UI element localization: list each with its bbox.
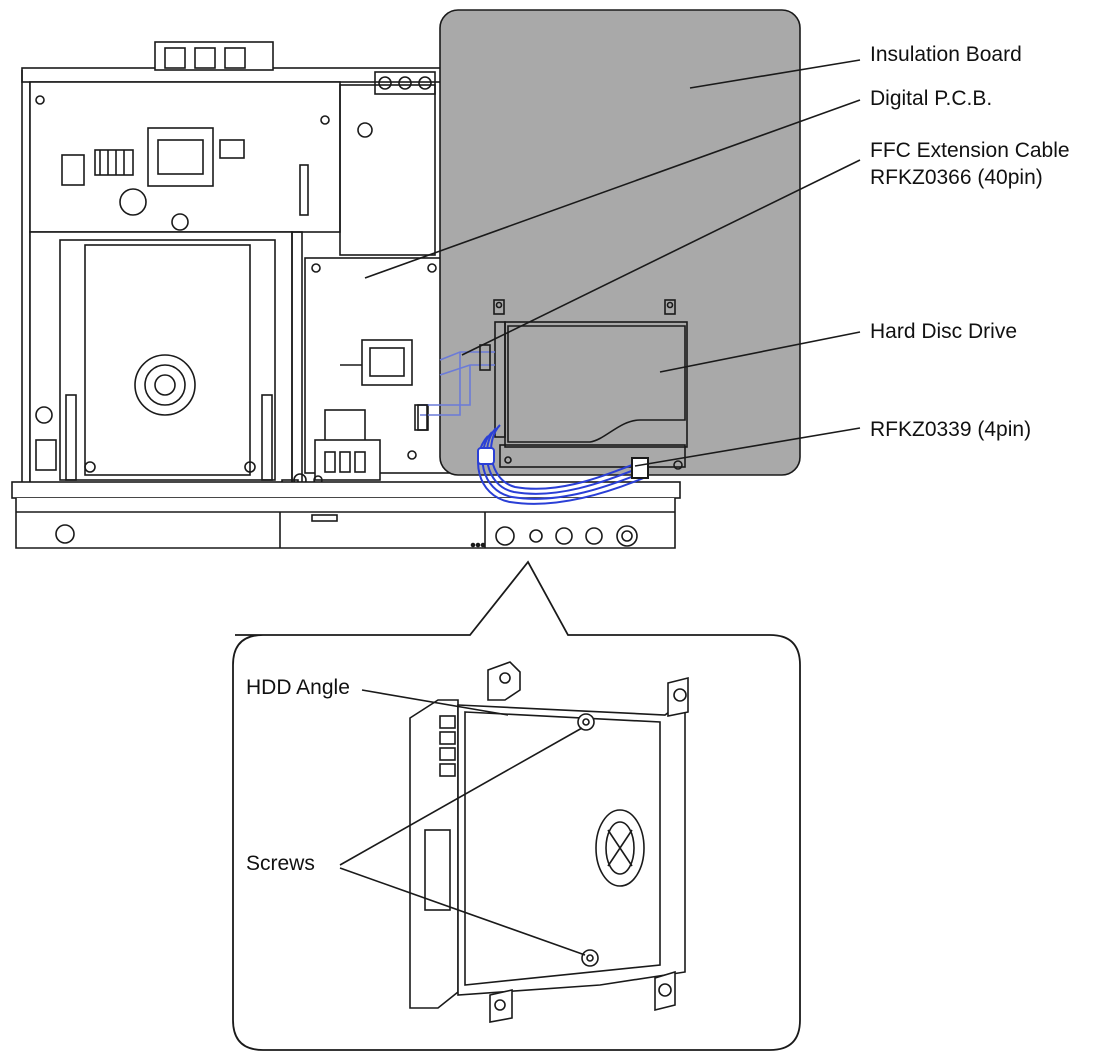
label-hdd-angle: HDD Angle [246, 676, 350, 699]
ffc-extension-cable [414, 344, 495, 431]
rfkz0339-cable [477, 424, 649, 505]
leader-lines [364, 59, 861, 467]
lower-screw [581, 949, 599, 967]
upper-screw [577, 713, 595, 731]
callout-leader-lines [339, 689, 586, 956]
label-hard-disc-drive: Hard Disc Drive [870, 320, 1018, 343]
insulation-board-panel [439, 9, 801, 476]
label-screws: Screws [246, 852, 315, 875]
label-digital-pcb: Digital P.C.B. [870, 87, 993, 110]
label-insulation-board: Insulation Board [870, 43, 1022, 66]
hard-disc-drive [493, 299, 688, 470]
hdd-angle-detail [409, 661, 689, 1023]
label-rfkz0339: RFKZ0339 (4pin) [870, 418, 1032, 441]
label-ffc-cable-line1: FFC Extension Cable [870, 139, 1070, 162]
label-ffc-cable-line2: RFKZ0366 (40pin) [870, 166, 1043, 189]
chassis [11, 41, 681, 549]
